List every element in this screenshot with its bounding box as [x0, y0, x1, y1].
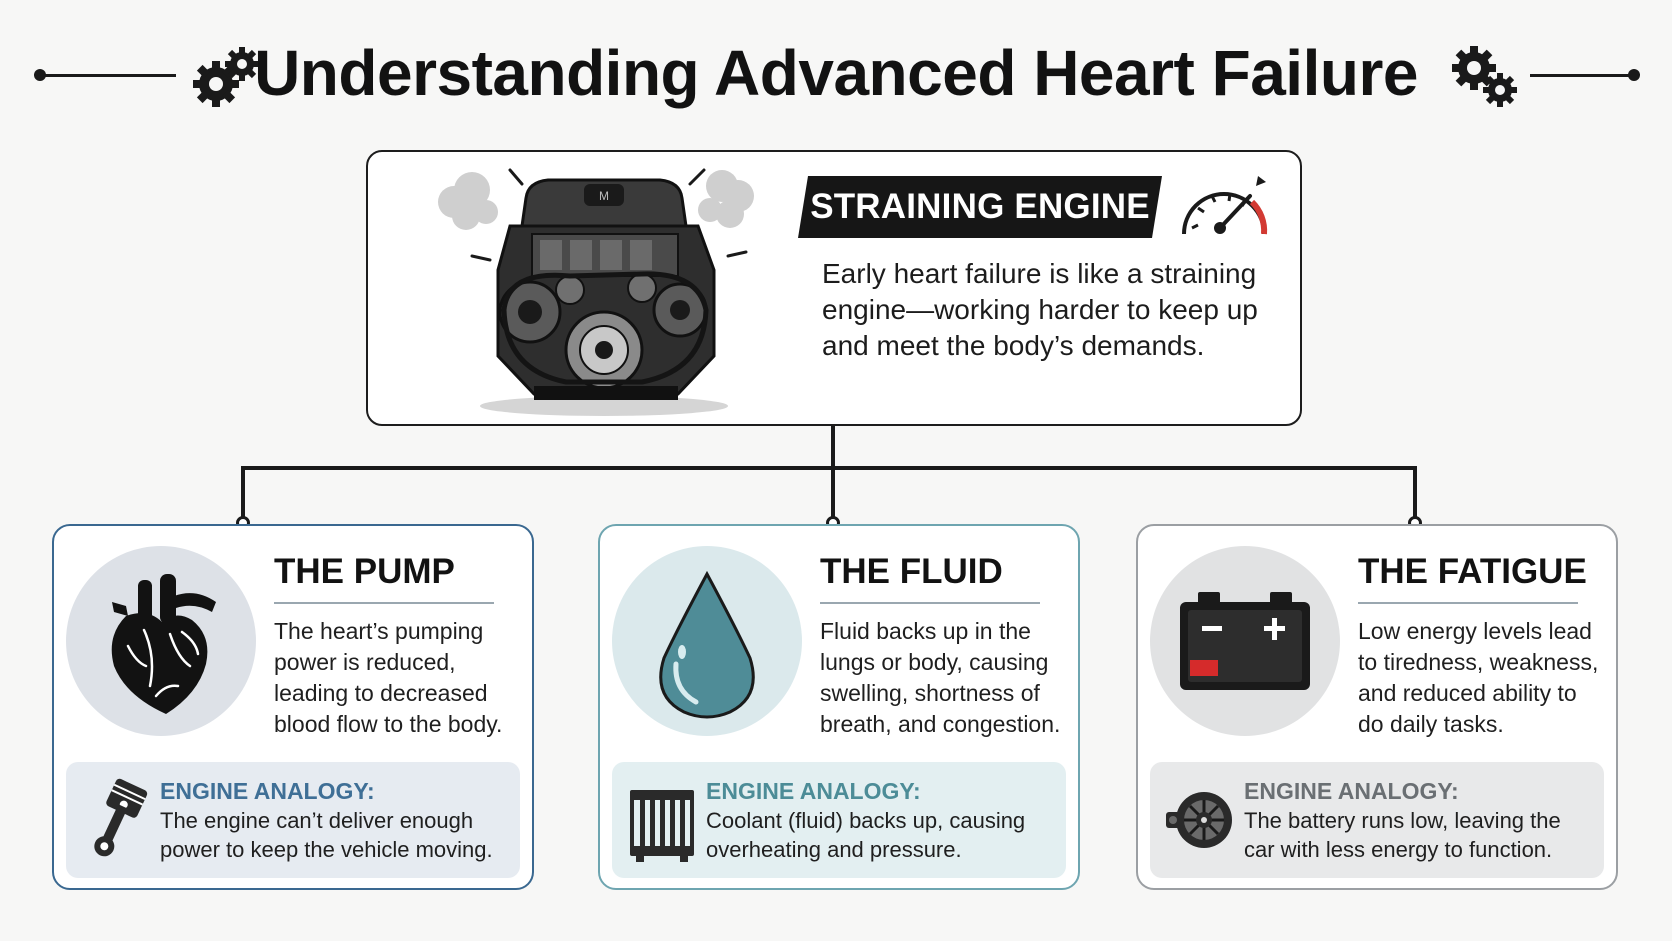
fluid-description: Fluid backs up in the lungs or body, cau… [820, 618, 1061, 737]
fatigue-analogy-panel: ENGINE ANALOGY: The battery runs low, le… [1150, 762, 1604, 878]
pump-title-rule [274, 602, 494, 604]
pump-analogy-panel: ENGINE ANALOGY: The engine can’t deliver… [66, 762, 520, 878]
gauge-icon [1182, 176, 1268, 235]
title-rule-right-dot [1628, 69, 1640, 81]
connector-left [241, 466, 245, 522]
title-rule-left [40, 74, 176, 77]
straining-engine-description: Early heart failure is like a straining … [822, 258, 1258, 361]
pump-analogy-text: The engine can’t deliver enough power to… [160, 808, 493, 862]
connector-trunk [831, 426, 835, 524]
fatigue-description: Low energy levels lead to tiredness, wea… [1358, 618, 1599, 737]
pump-card: THE PUMP The heart’s pumping power is re… [52, 524, 534, 890]
fatigue-analogy-text: The battery runs low, leaving the car wi… [1244, 808, 1561, 862]
pump-description: The heart’s pumping power is reduced, le… [274, 618, 503, 737]
fluid-icon-circle [612, 546, 802, 736]
svg-text:M: M [599, 189, 609, 203]
pump-icon-circle [66, 546, 256, 736]
title-rule-left-dot [34, 69, 46, 81]
battery-icon [1180, 592, 1310, 690]
fatigue-title: THE FATIGUE [1358, 552, 1587, 591]
fluid-analogy-label: ENGINE ANALOGY: [706, 778, 921, 804]
fatigue-card: THE FATIGUE Low energy levels lead to ti… [1136, 524, 1618, 890]
fluid-title-rule [820, 602, 1040, 604]
fatigue-analogy-label: ENGINE ANALOGY: [1244, 778, 1459, 804]
banner-label: STRAINING ENGINE [810, 187, 1150, 226]
fluid-card: THE FLUID Fluid backs up in the lungs or… [598, 524, 1080, 890]
fatigue-title-rule [1358, 602, 1578, 604]
heart-icon [111, 574, 216, 714]
gears-icon [1452, 46, 1517, 107]
engine-illustration: M [438, 168, 754, 416]
straining-engine-card: M STRAINING ENGINE [366, 150, 1302, 426]
water-drop-icon [659, 570, 755, 719]
straining-engine-banner: STRAINING ENGINE [798, 176, 1162, 238]
alternator-icon [1166, 792, 1232, 848]
title-rule-right [1530, 74, 1634, 77]
connector-right [1413, 466, 1417, 522]
pump-title: THE PUMP [274, 552, 455, 591]
page-title: Understanding Advanced Heart Failure [254, 37, 1418, 109]
fluid-analogy-panel: ENGINE ANALOGY: Coolant (fluid) backs up… [612, 762, 1066, 878]
radiator-icon [630, 790, 694, 862]
pump-analogy-label: ENGINE ANALOGY: [160, 778, 375, 804]
fluid-title: THE FLUID [820, 552, 1003, 591]
piston-icon [94, 778, 148, 857]
connector-bus [241, 466, 1417, 470]
fatigue-icon-circle [1150, 546, 1340, 736]
gears-icon [193, 47, 259, 107]
fluid-analogy-text: Coolant (fluid) backs up, causing overhe… [706, 808, 1026, 862]
